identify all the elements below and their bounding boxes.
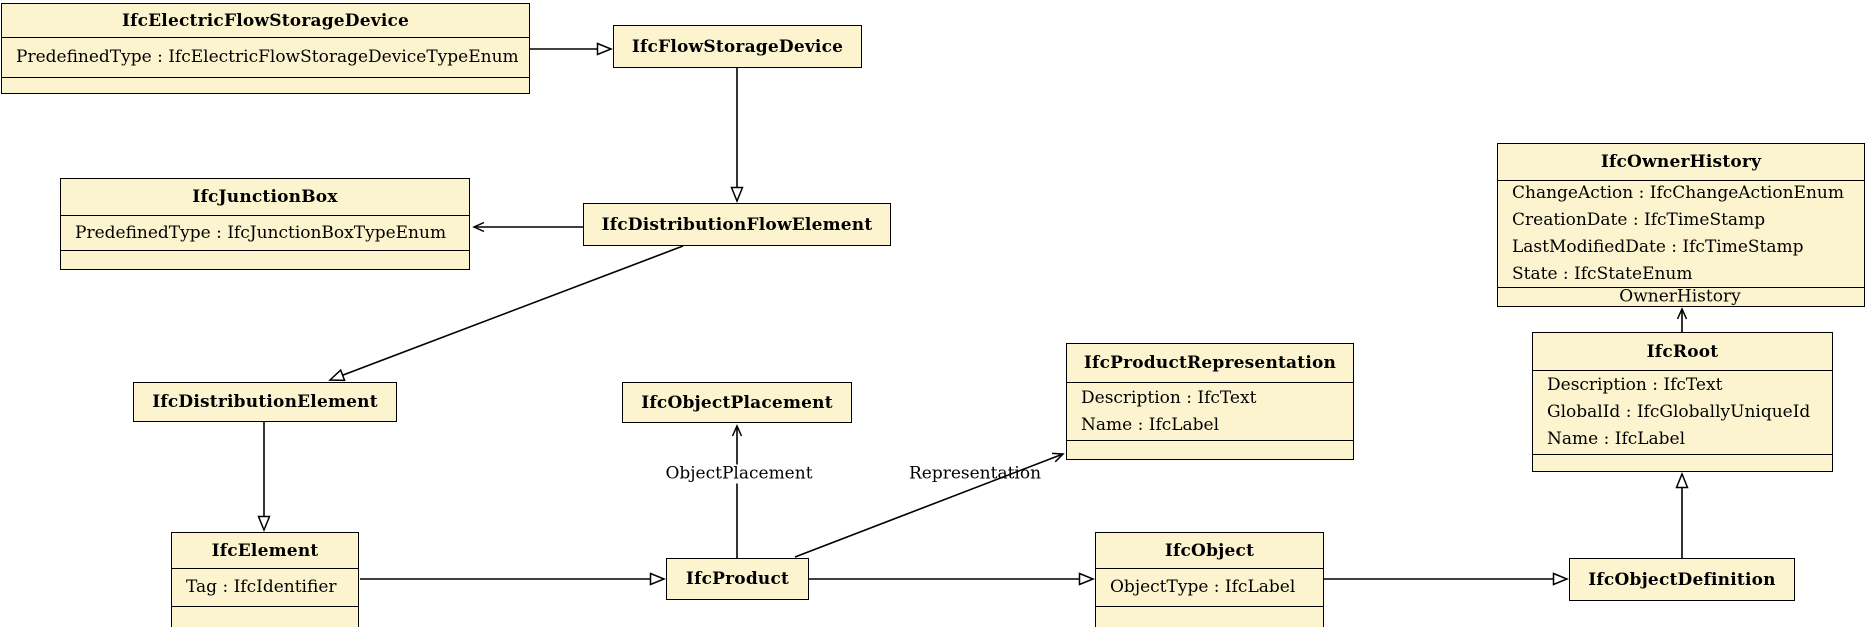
- class-attribute: Name : IfcLabel: [1547, 429, 1686, 449]
- class-title: IfcRoot: [1646, 341, 1719, 362]
- class-box-ifcproductrepresentation: IfcProductRepresentation Description : I…: [1066, 343, 1354, 460]
- class-box-ifcobjectplacement: IfcObjectPlacement: [622, 382, 852, 423]
- class-title: IfcDistributionFlowElement: [601, 214, 873, 235]
- class-box-ifcdistributionflowelement: IfcDistributionFlowElement: [583, 203, 891, 246]
- class-title: IfcElectricFlowStorageDevice: [121, 10, 410, 31]
- class-box-ifcownerhistory: IfcOwnerHistory ChangeAction : IfcChange…: [1497, 143, 1865, 307]
- class-box-ifcproduct: IfcProduct: [666, 558, 809, 600]
- class-box-ifcdistributionelement: IfcDistributionElement: [133, 382, 397, 422]
- class-title: IfcDistributionElement: [152, 392, 378, 412]
- edge-label-objectplacement: ObjectPlacement: [662, 464, 816, 484]
- class-box-ifcobject: IfcObject ObjectType : IfcLabel: [1095, 532, 1324, 627]
- compartment-empty: [1067, 440, 1353, 459]
- class-title: IfcElement: [211, 540, 319, 561]
- compartment-empty: [172, 606, 358, 627]
- class-attribute: CreationDate : IfcTimeStamp: [1512, 210, 1766, 230]
- class-box-ifcroot: IfcRoot Description : IfcText GlobalId :…: [1532, 332, 1833, 472]
- class-box-ifcflowstoragedevice: IfcFlowStorageDevice: [613, 25, 862, 68]
- class-box-ifcelement: IfcElement Tag : IfcIdentifier: [171, 532, 359, 627]
- class-attribute: PredefinedType : IfcJunctionBoxTypeEnum: [75, 222, 447, 243]
- compartment-empty: [1096, 606, 1323, 627]
- class-title: IfcObject: [1164, 540, 1255, 561]
- class-attribute: GlobalId : IfcGloballyUniqueId: [1547, 402, 1811, 422]
- class-attribute: PredefinedType : IfcElectricFlowStorageD…: [16, 47, 519, 67]
- compartment-empty: [2, 77, 529, 93]
- class-title: IfcProductRepresentation: [1083, 353, 1337, 373]
- compartment-empty: [1533, 454, 1832, 471]
- class-title: IfcJunctionBox: [192, 187, 338, 207]
- class-title: IfcOwnerHistory: [1600, 152, 1762, 172]
- edge-product-productrepresentation: [794, 452, 1065, 558]
- class-box-ifcjunctionbox: IfcJunctionBox PredefinedType : IfcJunct…: [60, 178, 470, 270]
- class-attribute: LastModifiedDate : IfcTimeStamp: [1512, 237, 1804, 257]
- class-attribute: Name : IfcLabel: [1081, 414, 1220, 435]
- class-attribute: Description : IfcText: [1081, 387, 1257, 408]
- edge-label-ownerhistory: OwnerHistory: [1619, 286, 1741, 307]
- class-title: IfcObjectDefinition: [1588, 569, 1776, 590]
- class-title: IfcFlowStorageDevice: [631, 36, 844, 57]
- class-box-ifcelectricflowstoragedevice: IfcElectricFlowStorageDevice PredefinedT…: [1, 3, 530, 94]
- class-attribute: Description : IfcText: [1547, 375, 1723, 395]
- class-attribute: Tag : IfcIdentifier: [186, 577, 337, 597]
- class-attribute: ObjectType : IfcLabel: [1110, 577, 1296, 597]
- compartment-empty: [61, 250, 469, 269]
- class-attribute: State : IfcStateEnum: [1512, 264, 1693, 284]
- class-box-ifcobjectdefinition: IfcObjectDefinition: [1569, 558, 1795, 601]
- compartment-empty: [1498, 287, 1864, 306]
- class-title: IfcObjectPlacement: [641, 392, 833, 413]
- class-title: IfcProduct: [685, 569, 790, 589]
- edge-label-representation: Representation: [908, 463, 1042, 484]
- class-attribute: ChangeAction : IfcChangeActionEnum: [1512, 183, 1844, 203]
- edge-distributionflowelement-distributionelement: [330, 245, 684, 380]
